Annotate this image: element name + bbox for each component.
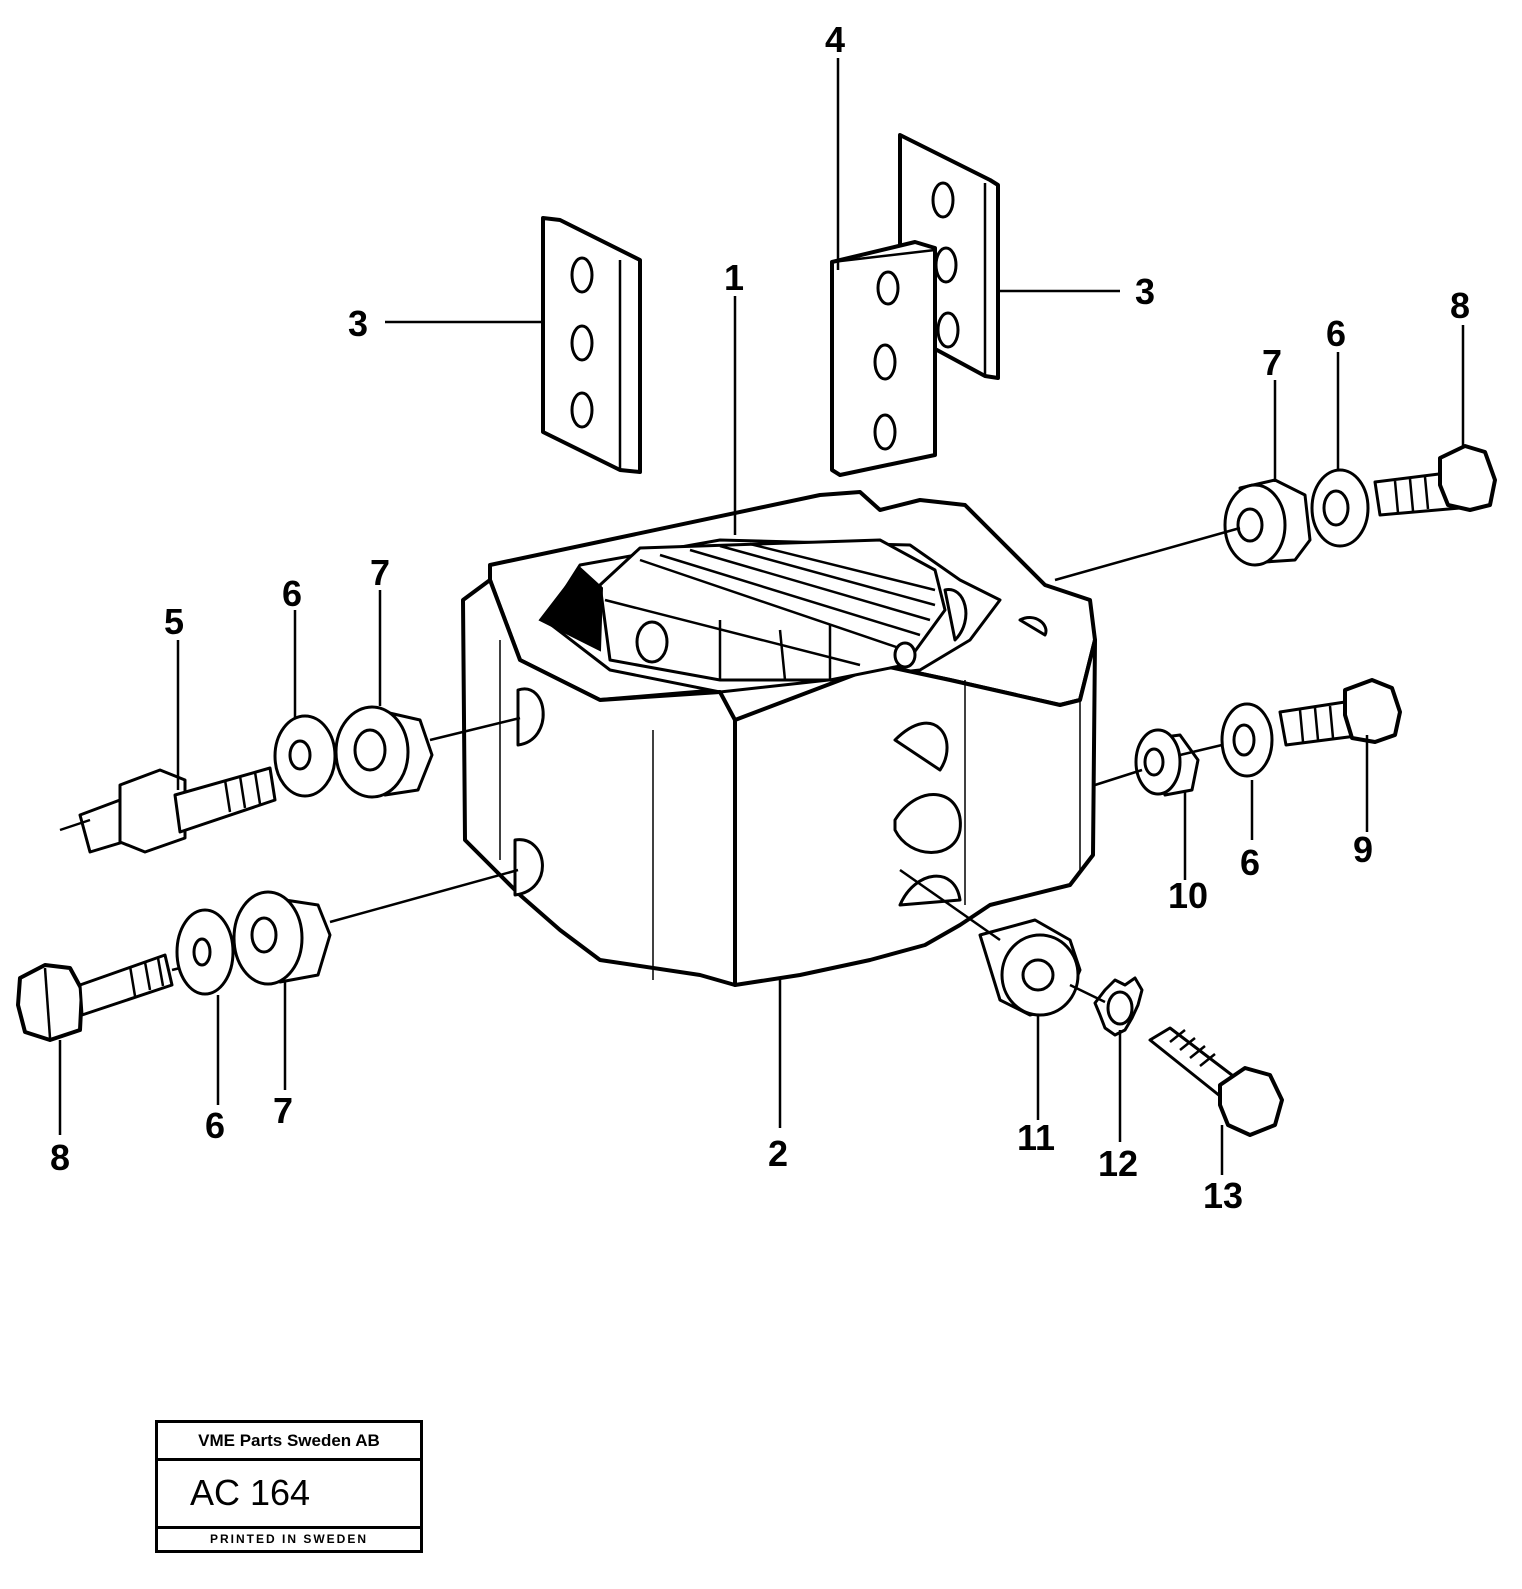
callout-3-left: 3 <box>348 303 368 344</box>
callout-9: 9 <box>1353 829 1373 870</box>
callout-6-right-mid: 6 <box>1240 842 1260 883</box>
plate-part-4 <box>830 240 937 477</box>
callout-labels: 4 1 3 3 8 6 7 7 6 5 9 6 10 6 7 11 2 8 12… <box>50 19 1470 1216</box>
callout-4: 4 <box>825 19 845 60</box>
bushing-part-7-right <box>1223 478 1312 567</box>
callout-8-left: 8 <box>50 1137 70 1178</box>
rectifier-part-1 <box>538 538 947 682</box>
bolt-part-8-right <box>1373 444 1497 517</box>
alignment-lines <box>59 526 1241 1004</box>
bolt-part-8-left <box>16 953 174 1042</box>
callout-1: 1 <box>724 257 744 298</box>
callout-11: 11 <box>1017 1117 1055 1158</box>
washer-part-6-left-bottom <box>175 908 235 996</box>
washer-part-6-right-top <box>1310 468 1370 548</box>
callout-10: 10 <box>1168 875 1208 916</box>
callout-2: 2 <box>768 1133 788 1174</box>
callout-7-left-bottom: 7 <box>273 1090 293 1131</box>
callout-7-right: 7 <box>1262 342 1282 383</box>
callout-7-left-top: 7 <box>370 552 390 593</box>
callout-3-right: 3 <box>1135 271 1155 312</box>
washer-part-6-right-mid <box>1220 702 1274 778</box>
washer-part-6-left-top <box>273 714 337 798</box>
stud-part-5 <box>78 766 277 854</box>
leader-lines <box>58 58 1465 1175</box>
callout-6-left-bottom: 6 <box>205 1105 225 1146</box>
callout-5: 5 <box>164 601 184 642</box>
bushing-part-7-left-top <box>334 705 434 799</box>
callout-12: 12 <box>1098 1143 1138 1184</box>
title-block-printed: PRINTED IN SWEDEN <box>158 1526 420 1550</box>
plate-part-3-left <box>541 216 642 474</box>
title-block: VME Parts Sweden AB AC 164 PRINTED IN SW… <box>155 1420 423 1553</box>
callout-6-right-top: 6 <box>1326 313 1346 354</box>
bushing-part-7-left-bottom <box>232 890 332 986</box>
title-block-company: VME Parts Sweden AB <box>158 1423 420 1461</box>
bushing-part-10 <box>1134 728 1200 797</box>
bushing-part-11 <box>978 918 1082 1017</box>
title-block-code: AC 164 <box>190 1472 311 1513</box>
screw-part-13 <box>1148 1026 1284 1137</box>
bolt-part-9 <box>1278 678 1402 747</box>
callout-6-left-top: 6 <box>282 573 302 614</box>
callout-8-right: 8 <box>1450 285 1470 326</box>
lockwasher-part-12 <box>1093 976 1144 1037</box>
callout-13: 13 <box>1203 1175 1243 1216</box>
